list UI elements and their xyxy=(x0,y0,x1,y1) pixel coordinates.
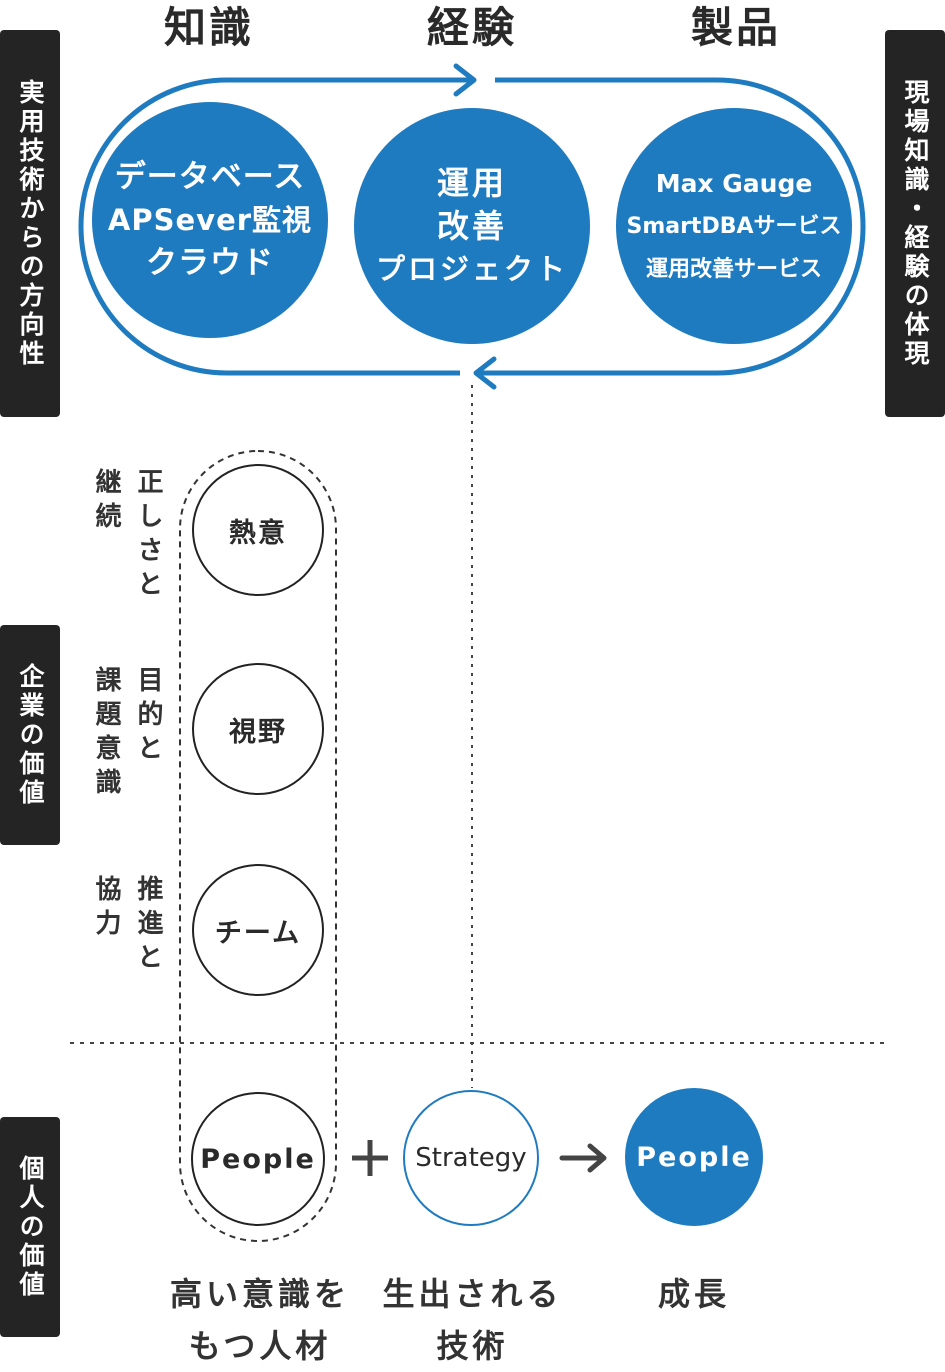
people-circle: People xyxy=(191,1092,325,1226)
experience-line-2: 改善 xyxy=(436,206,507,245)
value-desc-team-a: 推進と xyxy=(133,875,163,977)
product-line-2: SmartDBAサービス xyxy=(626,213,842,239)
experience-line-3: プロジェクト xyxy=(375,251,568,286)
caption-strategy-line-2: 技術 xyxy=(436,1327,509,1365)
caption-result: 成長 xyxy=(594,1268,794,1320)
result-people-circle: People xyxy=(625,1088,763,1226)
header-experience: 経験 xyxy=(426,3,517,52)
experience-line-1: 運用 xyxy=(436,163,507,202)
value-circle-vision: 視野 xyxy=(192,663,324,795)
knowledge-line-1: データベース xyxy=(114,158,306,195)
value-desc-passion-a: 正しさと xyxy=(133,468,163,604)
strategy-circle: Strategy xyxy=(403,1090,539,1226)
header-knowledge: 知識 xyxy=(163,3,254,52)
circle-product: Max Gauge SmartDBAサービス 運用改善サービス xyxy=(616,108,852,344)
cycle-arrow-top xyxy=(437,63,495,97)
caption-people-line-2: もつ人材 xyxy=(188,1327,332,1365)
knowledge-line-3: クラウド xyxy=(146,244,274,281)
caption-people: 高い意識を もつ人材 xyxy=(140,1268,380,1372)
cycle-arrow-bottom xyxy=(460,356,513,390)
side-tab-individual-value: 個人の価値 xyxy=(0,1117,60,1337)
plus-icon xyxy=(352,1140,388,1176)
value-circle-passion: 熱意 xyxy=(192,464,324,596)
product-line-1: Max Gauge xyxy=(655,168,813,198)
caption-result-line-1: 成長 xyxy=(657,1275,730,1313)
circle-experience: 運用 改善 プロジェクト xyxy=(354,108,590,344)
arrow-right-icon xyxy=(559,1143,607,1173)
side-tab-field-knowledge: 現場知識・経験の体現 xyxy=(885,30,945,417)
caption-people-line-1: 高い意識を xyxy=(169,1275,350,1313)
circle-knowledge: データベース APSever監視 クラウド xyxy=(92,102,328,338)
values-capsule xyxy=(179,450,337,1242)
side-tab-company-value: 企業の価値 xyxy=(0,625,60,845)
value-desc-vision-b: 課題意識 xyxy=(91,666,121,802)
value-circle-team: チーム xyxy=(192,864,324,996)
product-line-3: 運用改善サービス xyxy=(645,256,822,282)
header-product: 製品 xyxy=(690,3,781,52)
value-desc-team-b: 協力 xyxy=(91,875,121,943)
caption-strategy-line-1: 生出される xyxy=(382,1275,563,1313)
value-desc-passion-b: 継続 xyxy=(91,468,121,536)
side-tab-technology-direction: 実用技術からの方向性 xyxy=(0,30,60,417)
value-desc-vision-a: 目的と xyxy=(133,666,163,768)
caption-strategy: 生出される 技術 xyxy=(360,1268,585,1372)
knowledge-line-2: APSever監視 xyxy=(107,202,313,237)
